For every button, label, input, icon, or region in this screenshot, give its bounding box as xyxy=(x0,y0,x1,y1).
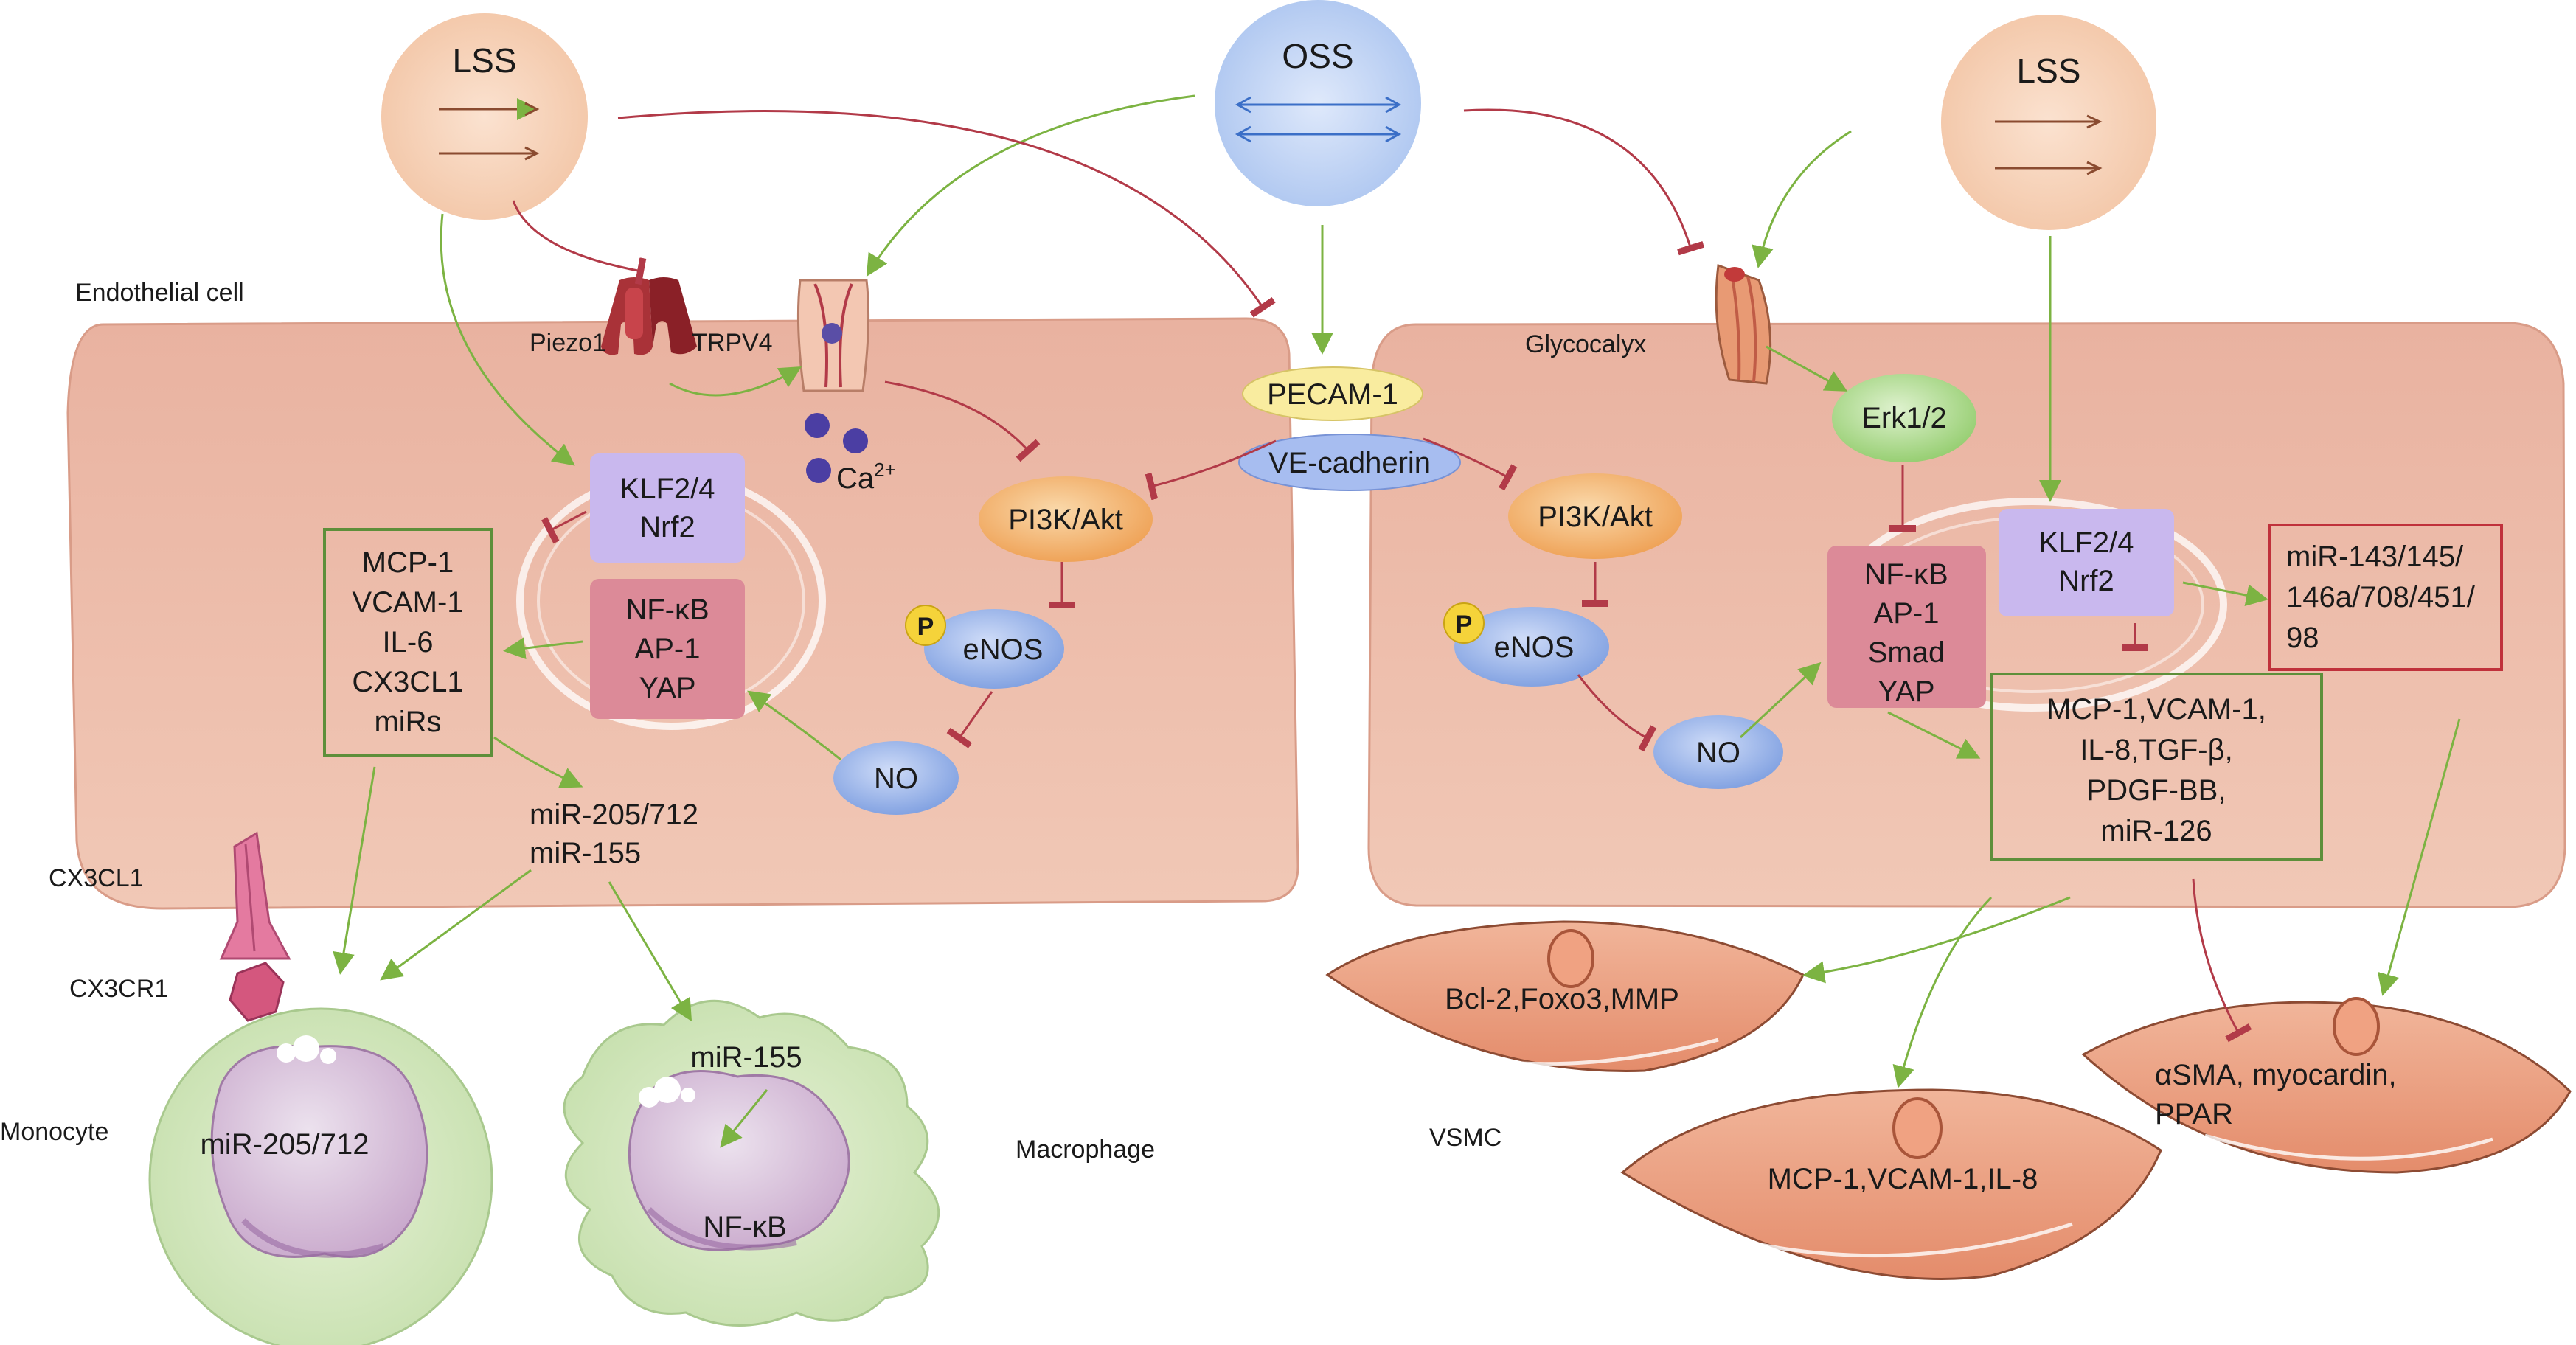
trpv4-channel-icon xyxy=(796,279,870,392)
svg-text:miRs: miRs xyxy=(374,706,441,738)
svg-text:Smad: Smad xyxy=(1868,636,1945,669)
svg-text:miR-205/712: miR-205/712 xyxy=(530,799,698,831)
svg-text:eNOS: eNOS xyxy=(963,633,1044,666)
endothelial-cell-label: Endothelial cell xyxy=(75,279,244,307)
right-pi3k-node: PI3K/Akt xyxy=(1508,473,1682,559)
piezo1-channel-icon xyxy=(601,277,697,355)
svg-text:Nrf2: Nrf2 xyxy=(639,511,695,543)
svg-text:Erk1/2: Erk1/2 xyxy=(1861,402,1947,434)
glycocalyx-label: Glycocalyx xyxy=(1525,330,1646,358)
right-mirs-box: miR-143/145/ 146a/708/451/ 98 xyxy=(2268,524,2503,671)
lss-stimulus-left: LSS xyxy=(381,13,588,220)
vsmc-label: VSMC xyxy=(1429,1124,1501,1152)
cx3cl1-ligand-icon xyxy=(219,831,291,960)
monocyte-mir-label: miR-205/712 xyxy=(200,1128,369,1161)
calcium-ions-icon xyxy=(805,413,868,483)
svg-text:miR-126: miR-126 xyxy=(2100,815,2212,847)
svg-text:NO: NO xyxy=(874,762,918,795)
vsmc-cell-right: αSMA, myocardin, PPAR xyxy=(2081,997,2572,1174)
svg-text:PI3K/Akt: PI3K/Akt xyxy=(1538,501,1653,533)
svg-text:NF-κB: NF-κB xyxy=(1864,558,1948,591)
right-klf-node: KLF2/4 Nrf2 xyxy=(1999,509,2174,616)
vsmc-bottom-label: MCP-1,VCAM-1,IL-8 xyxy=(1768,1163,2038,1195)
svg-text:CX3CL1: CX3CL1 xyxy=(352,666,463,698)
cx3cr1-label: CX3CR1 xyxy=(69,975,168,1003)
svg-text:miR-155: miR-155 xyxy=(530,837,641,869)
macrophage-nfkb-label: NF-κB xyxy=(703,1211,786,1243)
svg-text:VCAM-1: VCAM-1 xyxy=(352,586,463,619)
macrophage-mir-label: miR-155 xyxy=(690,1041,802,1074)
svg-text:NF-κB: NF-κB xyxy=(625,594,709,626)
pecam1-node: PECAM-1 xyxy=(1242,366,1423,421)
vsmc-top-left-label: Bcl-2,Foxo3,MMP xyxy=(1445,983,1679,1015)
left-phospho-badge: P xyxy=(905,605,946,646)
calcium-label: Ca2+ xyxy=(836,459,896,495)
right-nfkb-node: NF-κB AP-1 Smad YAP xyxy=(1827,546,1986,708)
svg-text:MCP-1,VCAM-1,: MCP-1,VCAM-1, xyxy=(2046,693,2266,726)
oss-label: OSS xyxy=(1282,37,1353,75)
vsmc-cell-bottom: MCP-1,VCAM-1,IL-8 xyxy=(1620,1088,2162,1280)
svg-text:PECAM-1: PECAM-1 xyxy=(1267,378,1398,411)
svg-text:YAP: YAP xyxy=(639,672,695,704)
cx3cl1-label: CX3CL1 xyxy=(49,864,144,892)
vsmc-cell-top-left: Bcl-2,Foxo3,MMP xyxy=(1325,920,1805,1072)
svg-text:146a/708/451/: 146a/708/451/ xyxy=(2286,581,2476,614)
left-klf-node: KLF2/4 Nrf2 xyxy=(590,453,745,563)
ve-cadherin-node: VE-cadherin xyxy=(1238,434,1461,491)
right-erk-node: Erk1/2 xyxy=(1832,374,1976,462)
svg-text:IL-6: IL-6 xyxy=(383,626,434,658)
svg-text:98: 98 xyxy=(2286,622,2319,654)
left-nfkb-node: NF-κB AP-1 YAP xyxy=(590,579,745,719)
macrophage-cell: miR-155 NF-κB xyxy=(563,999,940,1327)
lss-right-label: LSS xyxy=(2017,52,2081,90)
svg-text:AP-1: AP-1 xyxy=(1874,597,1940,630)
right-enos-node: eNOS xyxy=(1454,607,1609,687)
piezo1-label: Piezo1 xyxy=(530,329,606,357)
svg-text:KLF2/4: KLF2/4 xyxy=(620,473,715,505)
right-targets-box: MCP-1,VCAM-1, IL-8,TGF-β, PDGF-BB, miR-1… xyxy=(1990,672,2323,861)
svg-text:YAP: YAP xyxy=(1878,675,1934,708)
activation-arrows xyxy=(333,94,2461,1148)
svg-text:IL-8,TGF-β,: IL-8,TGF-β, xyxy=(2080,734,2232,766)
left-mirs-label: miR-205/712 miR-155 xyxy=(530,799,698,869)
left-targets-box: MCP-1 VCAM-1 IL-6 CX3CL1 miRs xyxy=(323,528,493,757)
lss-left-label: LSS xyxy=(453,41,517,80)
svg-text:VE-cadherin: VE-cadherin xyxy=(1268,447,1431,479)
lss-stimulus-right: LSS xyxy=(1941,15,2156,230)
trpv4-label: TRPV4 xyxy=(692,329,773,357)
right-phospho-badge: P xyxy=(1443,602,1485,644)
svg-text:NO: NO xyxy=(1696,737,1740,769)
left-pi3k-node: PI3K/Akt xyxy=(979,476,1153,562)
svg-text:Nrf2: Nrf2 xyxy=(2058,565,2114,597)
left-no-node: NO xyxy=(833,741,959,815)
svg-text:MCP-1: MCP-1 xyxy=(362,546,454,579)
svg-text:miR-143/145/: miR-143/145/ xyxy=(2286,541,2464,573)
glycocalyx-icon xyxy=(1715,263,1772,385)
svg-text:eNOS: eNOS xyxy=(1494,631,1575,664)
svg-text:PI3K/Akt: PI3K/Akt xyxy=(1008,504,1123,536)
svg-text:P: P xyxy=(917,613,934,641)
monocyte-label: Monocyte xyxy=(0,1118,108,1146)
monocyte-cell: miR-205/712 xyxy=(148,1007,493,1345)
inhibition-lines xyxy=(512,108,2252,1043)
oss-stimulus: OSS xyxy=(1215,0,1421,206)
svg-text:AP-1: AP-1 xyxy=(635,633,701,665)
svg-text:P: P xyxy=(1456,611,1473,639)
macrophage-label: Macrophage xyxy=(1016,1136,1155,1164)
svg-text:PDGF-BB,: PDGF-BB, xyxy=(2087,774,2226,807)
vsmc-right-label-line2: PPAR xyxy=(2155,1098,2233,1130)
svg-text:KLF2/4: KLF2/4 xyxy=(2039,526,2134,559)
right-no-node: NO xyxy=(1653,715,1783,789)
left-enos-node: eNOS xyxy=(924,609,1064,689)
vsmc-right-label-line1: αSMA, myocardin, xyxy=(2155,1059,2397,1091)
cx3cr1-receptor-icon xyxy=(229,962,285,1022)
